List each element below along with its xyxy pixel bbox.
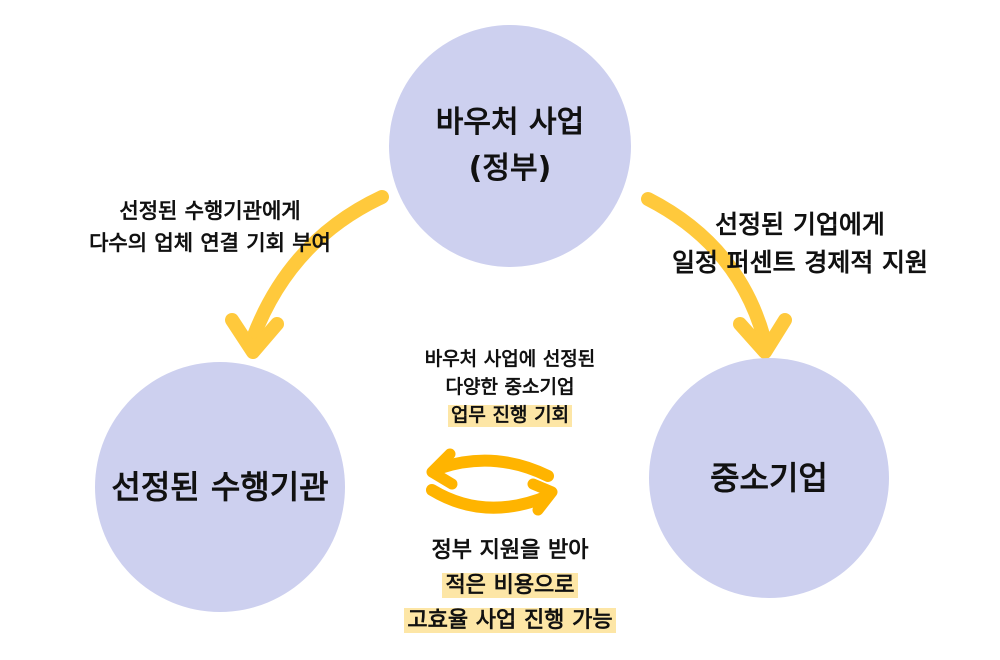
edge-label-to-provider-line1: 선정된 수행기관에게 <box>119 199 301 223</box>
arrow-government-to-sme <box>641 192 771 345</box>
edge-label-to-provider: 선정된 수행기관에게 다수의 업체 연결 기회 부여 <box>30 195 390 259</box>
node-government-line2: (정부) <box>468 151 552 186</box>
sme-benefit-highlight1: 적은 비용으로 <box>442 573 578 599</box>
node-provider-label: 선정된 수행기관 <box>111 468 329 506</box>
node-sme-label: 중소기업 <box>710 459 828 497</box>
cycle-arrow-bottom <box>426 484 554 514</box>
edge-label-to-sme-line2: 일정 퍼센트 경제적 지원 <box>671 248 929 277</box>
provider-benefit-line1: 바우처 사업에 선정된 <box>424 348 596 370</box>
edge-label-to-sme: 선정된 기업에게 일정 퍼센트 경제적 지원 <box>620 206 980 282</box>
sme-benefit-text: 정부 지원을 받아 적은 비용으로 고효율 사업 진행 가능 <box>340 533 680 638</box>
provider-benefit-line2: 다양한 중소기업 <box>445 376 575 398</box>
edge-label-to-provider-line2: 다수의 업체 연결 기회 부여 <box>89 231 331 255</box>
edge-label-to-sme-line1: 선정된 기업에게 <box>715 210 885 239</box>
arrow-government-to-provider <box>246 190 389 345</box>
arrow-head-right <box>733 313 792 359</box>
sme-benefit-highlight2: 고효율 사업 진행 가능 <box>404 608 616 634</box>
node-provider: 선정된 수행기관 <box>95 362 345 612</box>
node-sme: 중소기업 <box>649 358 889 598</box>
cycle-arrow-top-head <box>426 448 458 490</box>
provider-benefit-highlight: 업무 진행 기회 <box>447 404 573 427</box>
sme-benefit-line1: 정부 지원을 받아 <box>431 538 589 563</box>
cycle-arrow-bottom-head <box>527 478 558 516</box>
node-government-line1: 바우처 사업 <box>435 105 585 140</box>
node-government: 바우처 사업 (정부) <box>389 25 631 267</box>
cycle-arrow-top <box>434 454 554 482</box>
node-government-label: 바우처 사업 (정부) <box>436 100 584 192</box>
arrow-head-left <box>225 313 284 359</box>
provider-benefit-text: 바우처 사업에 선정된 다양한 중소기업 업무 진행 기회 <box>360 345 660 429</box>
